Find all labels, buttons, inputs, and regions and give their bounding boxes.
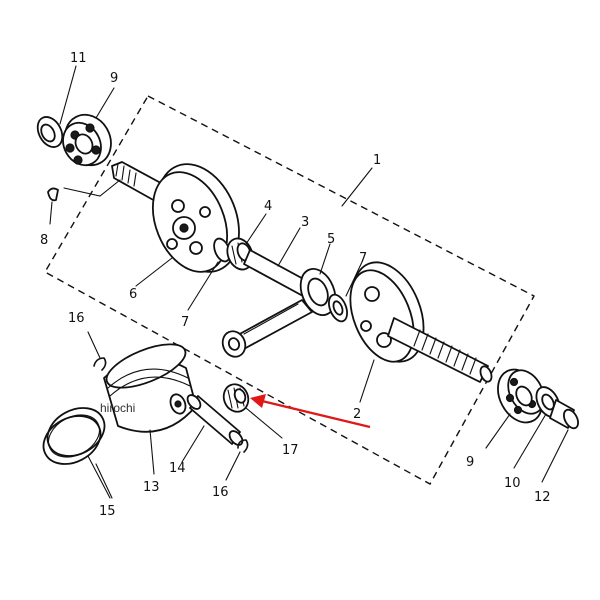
callout-6: 6: [129, 287, 137, 302]
callout-9a: 9: [110, 71, 118, 86]
callout-7a: 7: [181, 315, 189, 330]
callout-8: 8: [40, 233, 48, 248]
callout-5: 5: [327, 232, 335, 247]
left-oil-seal: [36, 116, 64, 148]
connecting-rod: [221, 268, 337, 358]
piston-pin: [186, 394, 244, 446]
piston-pin-clips: [93, 357, 249, 453]
callout-3: 3: [301, 215, 309, 230]
piston: [103, 343, 197, 433]
callout-4: 4: [264, 199, 272, 214]
callout-1: 1: [373, 153, 381, 168]
collar: [549, 399, 579, 430]
callout-11: 11: [70, 51, 87, 66]
right-bearing: [497, 368, 545, 424]
callout-12: 12: [534, 490, 551, 505]
callout-14: 14: [169, 461, 186, 476]
callout-16a: 16: [68, 311, 85, 326]
highlight-arrow: [250, 394, 371, 429]
woodruff-key: [47, 187, 59, 202]
callout-17: 17: [282, 443, 299, 458]
callout-10: 10: [504, 476, 521, 491]
small-end-bearing: [222, 383, 250, 413]
callout-16b: 16: [212, 485, 229, 500]
assembly-boundary: [44, 95, 535, 485]
leader-lines: [49, 65, 569, 499]
right-thrust-washer: [328, 293, 348, 323]
callout-2: 2: [353, 407, 361, 422]
right-crank-half: [349, 261, 493, 383]
left-bearing: [62, 113, 112, 167]
callout-15: 15: [99, 504, 116, 519]
callout-7b: 7: [359, 251, 367, 266]
piston-rings: [42, 407, 106, 465]
callout-9b: 9: [466, 455, 474, 470]
watermark-text: hirochi: [100, 401, 135, 415]
callout-13: 13: [143, 480, 160, 495]
